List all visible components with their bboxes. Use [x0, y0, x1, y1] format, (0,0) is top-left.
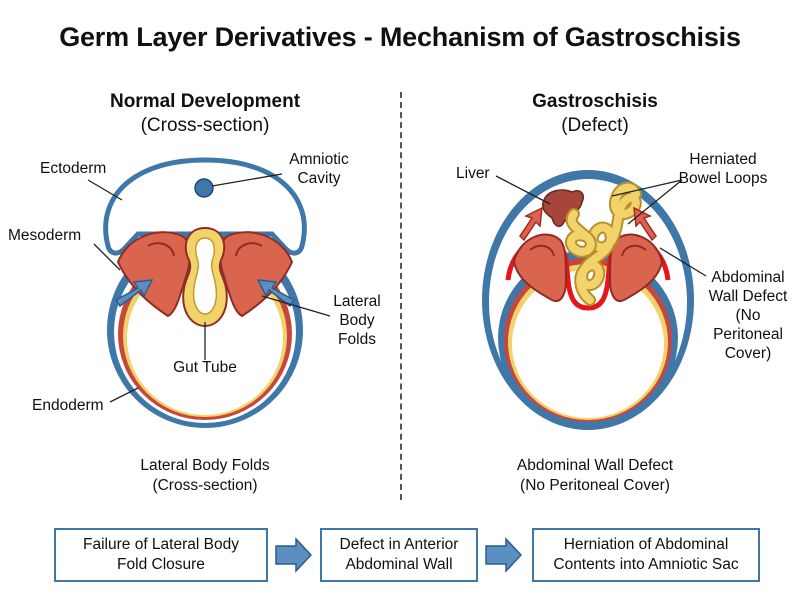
normal-development-subheading: (Cross-section) [140, 115, 270, 136]
panel-divider [400, 92, 402, 500]
right-panel-heading: Gastroschisis (Defect) [445, 90, 745, 138]
label-mesoderm: Mesoderm [8, 227, 82, 244]
flow-arrow-1 [275, 537, 313, 573]
label-lateral-body-folds: Lateral Body Folds [333, 293, 381, 348]
label-amniotic-cavity: Amniotic Cavity [289, 151, 349, 187]
normal-embryo [87, 157, 331, 428]
label-endoderm: Endoderm [32, 397, 104, 414]
left-panel-heading: Normal Development (Cross-section) [55, 90, 355, 138]
label-liver: Liver [456, 165, 490, 182]
flow-step-2: Defect in Anterior Abdominal Wall [320, 528, 478, 582]
left-caption: Lateral Body Folds (Cross-section) [140, 457, 270, 494]
herniation-arrow-right [633, 206, 657, 242]
herniated-bowel-icon [565, 181, 642, 306]
flow-step-1: Failure of Lateral Body Fold Closure [54, 528, 268, 582]
page-title: Germ Layer Derivatives - Mechanism of Ga… [59, 22, 741, 52]
flow-step-3: Herniation of Abdominal Contents into Am… [532, 528, 760, 582]
flow-arrow-2 [485, 537, 523, 573]
gastroschisis-subheading: (Defect) [561, 115, 629, 136]
label-ectoderm: Ectoderm [40, 160, 107, 177]
normal-development-heading: Normal Development [109, 91, 301, 112]
label-abdominal-wall-defect: Abdominal Wall Defect (No Peritoneal Cov… [708, 269, 788, 362]
dorsal-mesoderm-left [116, 231, 191, 318]
amnion-dome [103, 157, 307, 256]
label-gut-tube: Gut Tube [173, 359, 237, 376]
dorsal-mesoderm-right [219, 231, 294, 318]
gastroschisis-embryo [482, 170, 707, 430]
label-herniated-bowel-loops: Herniated Bowel Loops [678, 151, 768, 187]
right-caption: Abdominal Wall Defect (No Peritoneal Cov… [516, 457, 674, 494]
amniotic-cavity-marker [194, 178, 214, 198]
herniation-arrow-left [519, 206, 543, 242]
gastroschisis-heading: Gastroschisis [532, 91, 658, 112]
fold-arrow-left [114, 279, 154, 308]
